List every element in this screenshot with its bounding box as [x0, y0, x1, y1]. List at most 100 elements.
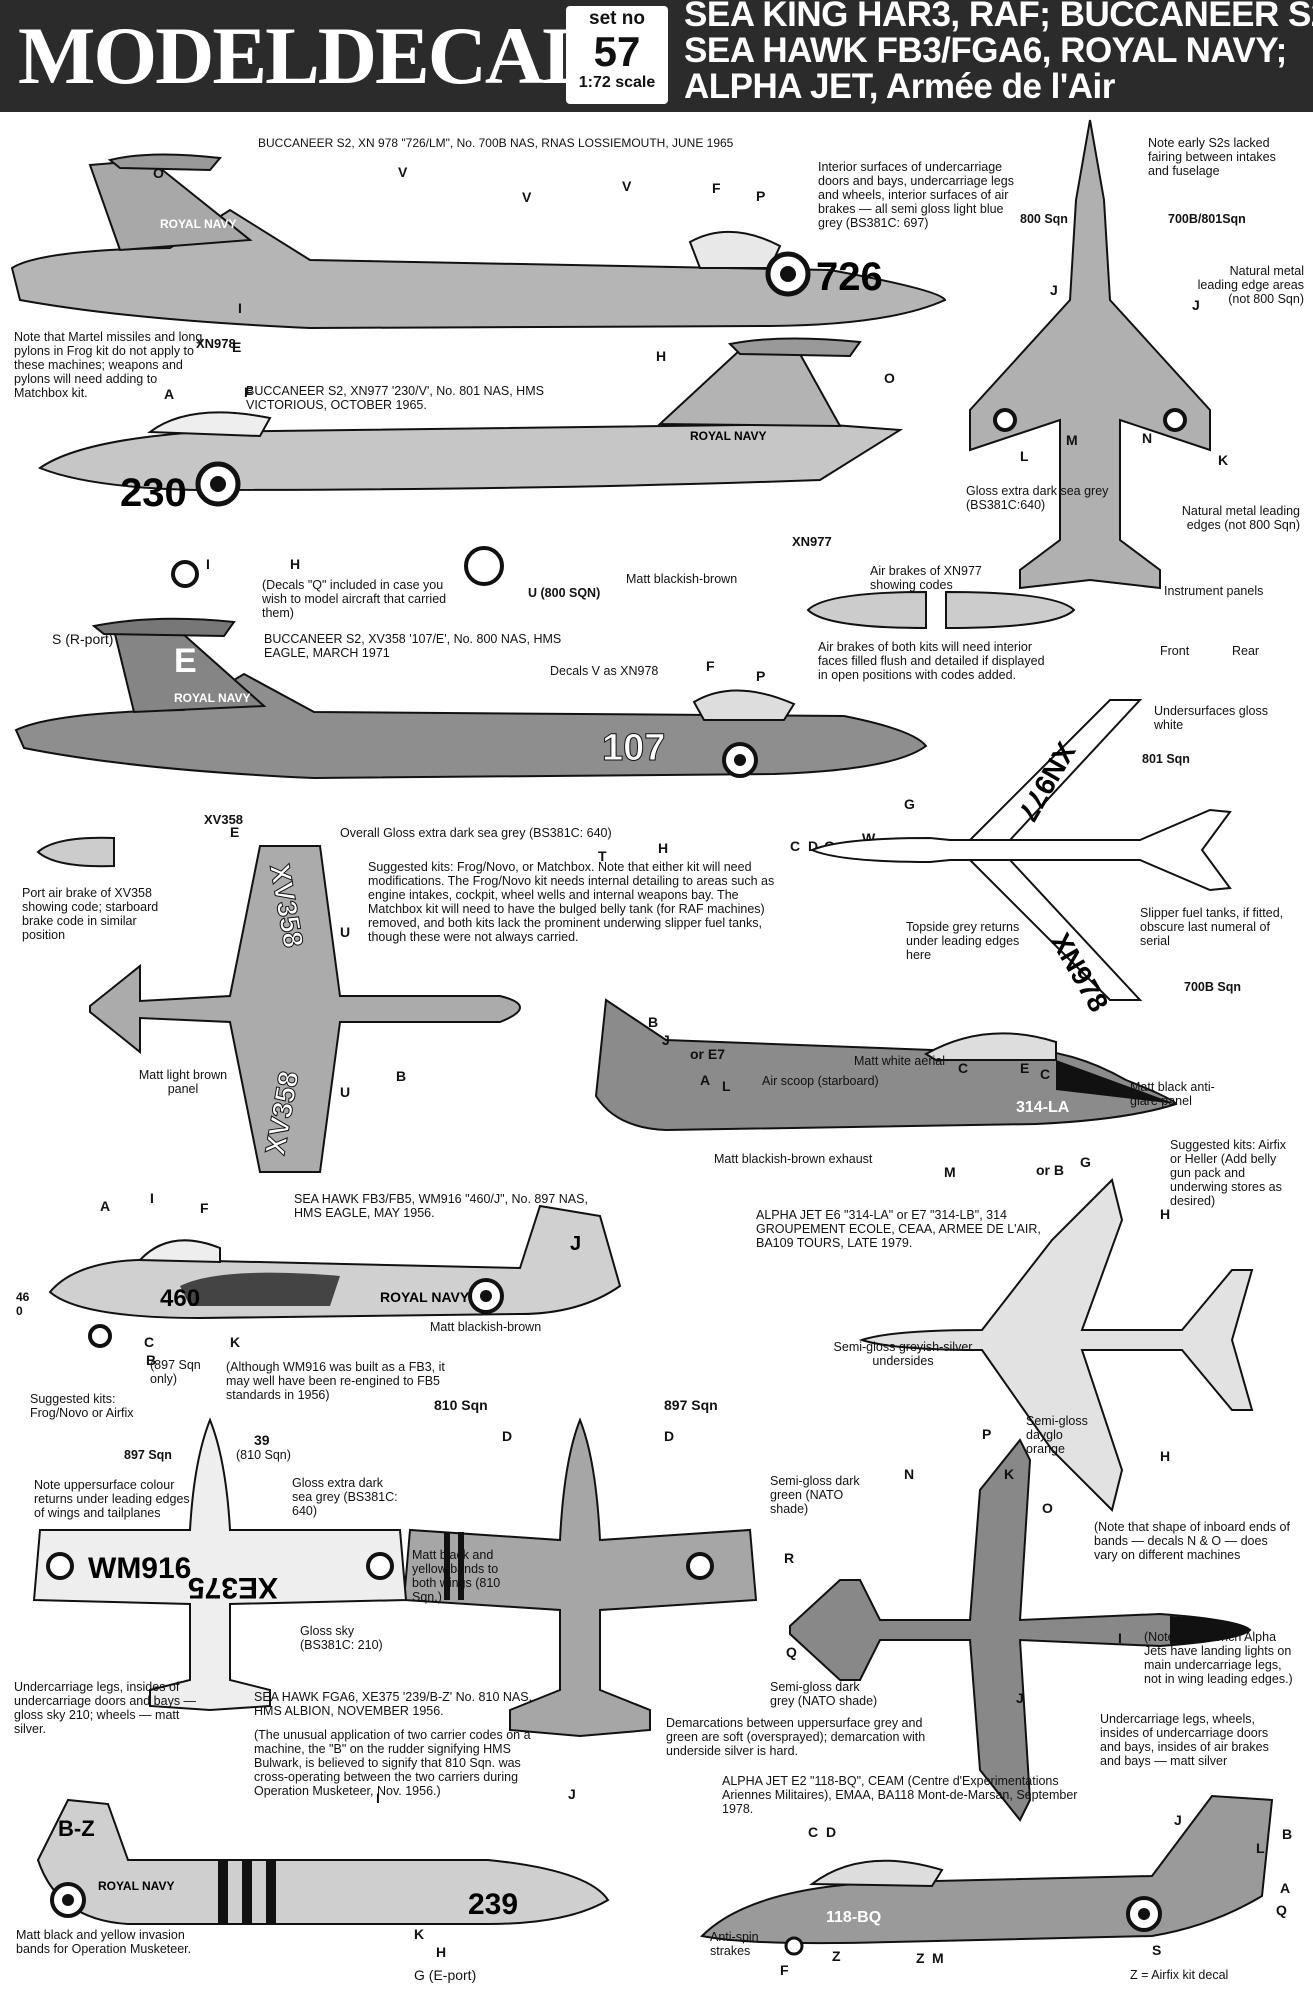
letter-o-2: O — [884, 370, 895, 386]
caption-bucc-xn977: BUCCANEER S2, XN977 '230/V', No. 801 NAS… — [246, 384, 544, 412]
note-slipper: Slipper fuel tanks, if fitted, obscure l… — [1140, 906, 1284, 948]
letter-j-6: J — [1174, 1812, 1182, 1828]
note-or-e7: or E7 — [690, 1046, 726, 1062]
letter-a-4: A — [1280, 1880, 1291, 1896]
letter-q-2: Q — [1276, 1902, 1287, 1918]
note-instrument-panels: Instrument panels — [1164, 584, 1264, 598]
header-bar: MODELDECAL set no 57 1:72 scale SEA KING… — [0, 0, 1313, 112]
letter-h-4: H — [1160, 1206, 1171, 1222]
note-port-air-brake: Port air brake of XV358 showing code; st… — [22, 886, 159, 942]
seahawk-topview — [402, 1417, 758, 1738]
label-810-sqn: 810 Sqn — [434, 1397, 488, 1413]
alpha-jet-topview — [789, 1438, 1252, 1822]
note-anti-spin: Anti-spin strakes — [710, 1930, 759, 1958]
buccaneer-xv358-underside: XV358 XV358 — [89, 845, 521, 1173]
letter-i-4: I — [376, 1790, 380, 1806]
letter-u-2: U — [340, 1084, 351, 1100]
letter-f-2: F — [244, 384, 253, 400]
letter-m-1: M — [1066, 432, 1078, 448]
caption-bucc-xn978: BUCCANEER S2, XN 978 "726/LM", No. 700B … — [258, 136, 734, 150]
note-gloss-sky: Gloss sky (BS381C: 210) — [300, 1624, 383, 1652]
note-semi-gloss-orange: Semi-gloss dayglo orange — [1026, 1414, 1088, 1456]
note-matt-black-antiglare: Matt black anti-glare panel — [1130, 1080, 1215, 1108]
side-code-460: 460 — [16, 1290, 30, 1318]
letter-g-3: G — [1080, 1154, 1091, 1170]
letter-j-1: J — [1050, 282, 1058, 298]
letter-o-1: O — [153, 165, 164, 181]
note-matt-light-brown: Matt light brown panel — [138, 1068, 228, 1096]
letter-b-2: B — [648, 1014, 659, 1030]
letter-p-2: P — [756, 668, 766, 684]
letter-b-3: B — [146, 1352, 157, 1368]
code-bz-tail: B-Z — [58, 1816, 95, 1841]
note-air-brakes-both: Air brakes of both kits will need interi… — [818, 640, 1045, 682]
alpha-jet-underside — [858, 1178, 1254, 1512]
note-early-s2: Note early S2s lacked fairing between in… — [1148, 136, 1276, 178]
note-inboard-bands: (Note that shape of inboard ends of band… — [1094, 1520, 1290, 1562]
seahawk-wm916-side: 460 ROYAL NAVY J — [48, 1204, 622, 1348]
letter-g-2: G — [904, 796, 915, 812]
buccaneer-xv358-side: E 107 ROYAL NAVY — [14, 617, 928, 780]
letter-u-1: U — [340, 924, 351, 940]
letter-h-1: H — [656, 348, 667, 364]
note-matt-blackish-brown-2: Matt blackish-brown — [430, 1320, 542, 1334]
note-martel: Note that Martel missiles and long pylon… — [14, 330, 203, 400]
buccaneer-xn977-side: 230 ROYAL NAVY — [37, 337, 904, 588]
letter-h-6: H — [436, 1944, 447, 1960]
letter-k-4: K — [1004, 1466, 1015, 1482]
title-line-2: SEA HAWK FB3/FGA6, ROYAL NAVY; — [684, 31, 1287, 70]
note-s-rport: S (R-port) — [52, 631, 114, 647]
note-wm916: (Although WM916 was built as a FB3, it m… — [226, 1360, 445, 1402]
code-230: 230 — [120, 471, 187, 515]
caption-seahawk-xe375: SEA HAWK FGA6, XE375 '239/B-Z' No. 810 N… — [254, 1690, 533, 1718]
letter-c-1: C — [790, 838, 801, 854]
note-french-landing: (Note that French Alpha Jets have landin… — [1144, 1630, 1293, 1686]
letter-h-2: H — [290, 556, 301, 572]
letter-i-2: I — [206, 556, 210, 572]
letter-o-3: O — [1042, 1500, 1053, 1516]
note-gloss-extra-dark: Gloss extra dark sea grey (BS381C:640) — [966, 484, 1109, 512]
letter-c-2: C — [958, 1060, 969, 1076]
label-801-sqn: 801 Sqn — [1142, 752, 1190, 766]
letter-k-2: K — [230, 1334, 241, 1350]
note-natural-metal-2: Natural metal leading edges (not 800 Sqn… — [1181, 504, 1300, 532]
set-number-box: set no 57 1:72 scale — [566, 6, 668, 104]
note-airfix-decal: Z = Airfix kit decal — [1130, 1968, 1229, 1982]
buccaneer-topview — [969, 119, 1211, 590]
letter-k-1: K — [1218, 452, 1229, 468]
code-460: 460 — [160, 1285, 200, 1312]
letter-l-3: L — [1256, 1840, 1265, 1856]
seahawk-xe375-underside: WM916 XE375 — [32, 1417, 408, 1712]
caption-alpha-e6: ALPHA JET E6 "314-LA" or E7 "314-LB", 31… — [756, 1208, 1041, 1250]
letter-j-3: J — [662, 1032, 670, 1048]
note-rudder-b: (The unusual application of two carrier … — [254, 1728, 531, 1798]
letter-d-4: D — [826, 1824, 837, 1840]
letter-l-1: L — [1020, 448, 1029, 464]
code-e-tail: E — [174, 642, 197, 680]
serial-xv358-label: XV358 — [204, 812, 244, 827]
letter-h-5: H — [1160, 1448, 1171, 1464]
note-rear: Rear — [1232, 644, 1260, 658]
note-suggested-frog: Suggested kits: Frog/Novo, or Matchbox. … — [368, 860, 775, 944]
tail-royal-navy-3: ROYAL NAVY — [174, 691, 250, 705]
letter-n-2: N — [904, 1466, 915, 1482]
letter-m-2: M — [944, 1164, 956, 1180]
label-897-sqn: 897 Sqn — [664, 1397, 718, 1413]
code-239: 239 — [468, 1888, 518, 1921]
letter-e-2: E — [230, 824, 240, 840]
note-overall-gloss: Overall Gloss extra dark sea grey (BS381… — [340, 826, 612, 840]
letter-i-3: I — [150, 1190, 154, 1206]
letter-j-4: J — [568, 1786, 576, 1802]
letter-j-2: J — [1192, 297, 1200, 313]
letter-n-1: N — [1142, 430, 1153, 446]
letter-v-2: V — [522, 189, 532, 205]
note-invasion-bands: Matt black and yellow invasion bands for… — [16, 1928, 192, 1956]
note-u-800: U (800 SQN) — [528, 586, 601, 600]
letter-s-1: S — [1152, 1942, 1162, 1958]
letter-d-3: D — [664, 1428, 675, 1444]
letter-v-1: V — [398, 164, 408, 180]
note-decals-v: Decals V as XN978 — [550, 664, 659, 678]
uw-serial-wm916: WM916 — [88, 1552, 191, 1585]
title-line-1: SEA KING HAR3, RAF; BUCCANEER S2 — [684, 0, 1313, 34]
letter-i-5: I — [1118, 1630, 1122, 1646]
